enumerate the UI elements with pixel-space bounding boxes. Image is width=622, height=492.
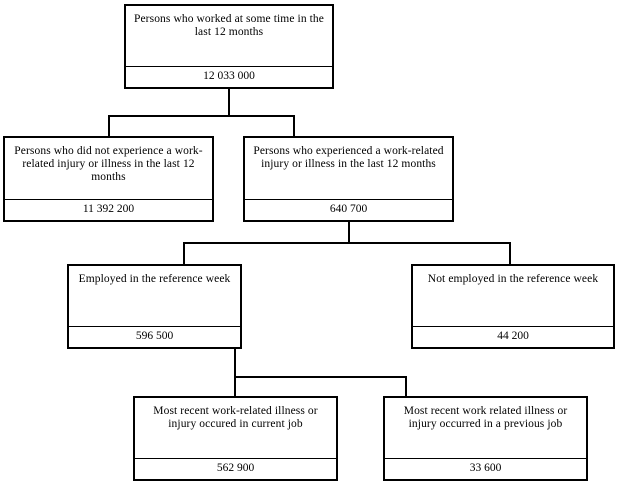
node-value: 44 200 [413, 326, 613, 347]
connector-drop-to-employed [183, 242, 185, 266]
node-label: Most recent work-related illness or inju… [153, 405, 318, 430]
connector-drop-to-no-injury [108, 115, 110, 137]
node-value: 596 500 [69, 326, 240, 347]
connector-stem-level1 [228, 89, 230, 117]
node-label: Not employed in the reference week [427, 273, 599, 285]
node-label: Persons who did not experience a work-re… [14, 145, 203, 183]
connector-bar-level3 [234, 376, 407, 378]
connector-drop-to-previous-job [405, 376, 407, 398]
connector-drop-to-experienced-injury [293, 115, 295, 137]
node-label: Most recent work related illness or inju… [403, 405, 568, 430]
connector-stem-level3 [234, 349, 236, 378]
connector-bar-level2 [183, 242, 511, 244]
connector-drop-to-not-employed [509, 242, 511, 266]
node-value: 640 700 [245, 199, 452, 220]
node-value: 12 033 000 [126, 66, 332, 87]
node-label: Persons who experienced a work-related i… [253, 145, 444, 170]
connector-drop-to-current-job [234, 376, 236, 398]
node-illness-current-job: Most recent work-related illness or inju… [133, 396, 338, 481]
node-worked-last-12-months: Persons who worked at some time in the l… [124, 4, 334, 89]
node-value: 11 392 200 [5, 199, 212, 220]
node-label: Persons who worked at some time in the l… [133, 13, 324, 38]
node-value: 562 900 [135, 458, 336, 479]
connector-bar-level1 [108, 115, 295, 117]
node-illness-previous-job: Most recent work related illness or inju… [383, 396, 588, 481]
node-value: 33 600 [385, 458, 586, 479]
connector-stem-level2 [348, 222, 350, 244]
node-employed-reference-week: Employed in the reference week 596 500 [67, 264, 242, 349]
node-experienced-injury-or-illness: Persons who experienced a work-related i… [243, 136, 454, 222]
node-not-employed-reference-week: Not employed in the reference week 44 20… [411, 264, 615, 349]
node-no-injury-or-illness: Persons who did not experience a work-re… [3, 136, 214, 222]
node-label: Employed in the reference week [78, 273, 231, 285]
